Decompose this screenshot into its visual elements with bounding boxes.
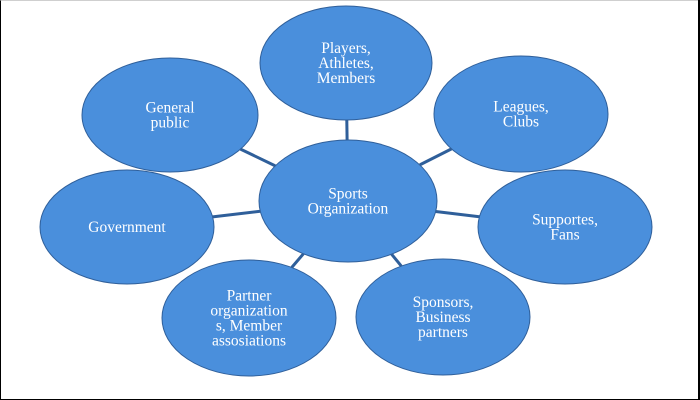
nodes: Players,Athletes,MembersLeagues,ClubsSup… <box>39 5 653 377</box>
connector-supportes-fans <box>435 210 480 219</box>
node-shape <box>258 139 438 263</box>
node-players-athletes-members: Players,Athletes,Members <box>259 5 433 121</box>
node-label-line: Sponsors, <box>413 294 474 311</box>
node-label-line: organization <box>210 303 287 320</box>
node-shape <box>259 5 433 121</box>
node-label-line: Clubs <box>503 114 539 131</box>
node-leagues-clubs: Leagues,Clubs <box>433 55 609 173</box>
node-label-line: assosiations <box>212 333 286 350</box>
node-government: Government <box>39 169 215 285</box>
node-label-line: Athletes, <box>318 55 374 72</box>
connector-government <box>212 209 261 219</box>
node-label-line: Fans <box>550 227 579 244</box>
node-label-line: Members <box>317 70 376 87</box>
node-shape <box>355 258 531 376</box>
node-label-line: Partner <box>227 288 273 305</box>
node-shape <box>477 169 653 285</box>
node-shape <box>81 57 259 173</box>
node-label-line: s, Member <box>216 318 283 335</box>
node-label-line: partners <box>418 324 468 341</box>
node-supportes-fans: Supportes,Fans <box>477 169 653 285</box>
node-label-line: Business <box>415 309 470 326</box>
connectors <box>212 119 480 269</box>
connector-sponsors-business-partners <box>390 253 403 268</box>
frame-edge <box>698 0 700 400</box>
node-label-line: Government <box>88 219 166 236</box>
node-shape <box>433 55 609 173</box>
node-shape <box>39 169 215 285</box>
connector-leagues-clubs <box>419 147 453 167</box>
connector-general-public <box>239 147 276 168</box>
node-label-line: Sports <box>328 186 368 203</box>
node-label-line: public <box>151 115 190 132</box>
connector-partner-organizations <box>290 252 305 269</box>
node-label: Government <box>88 219 166 236</box>
node-label: Leagues,Clubs <box>493 99 549 131</box>
node-label-line: Players, <box>321 40 371 57</box>
node-label-line: Organization <box>308 201 389 218</box>
node-label-line: Leagues, <box>493 99 549 116</box>
node-label: Supportes,Fans <box>532 212 598 244</box>
node-shape <box>161 259 337 377</box>
node-label-line: General <box>145 100 194 117</box>
node-label: Players,Athletes,Members <box>317 40 376 87</box>
node-label-line: Supportes, <box>532 212 598 229</box>
